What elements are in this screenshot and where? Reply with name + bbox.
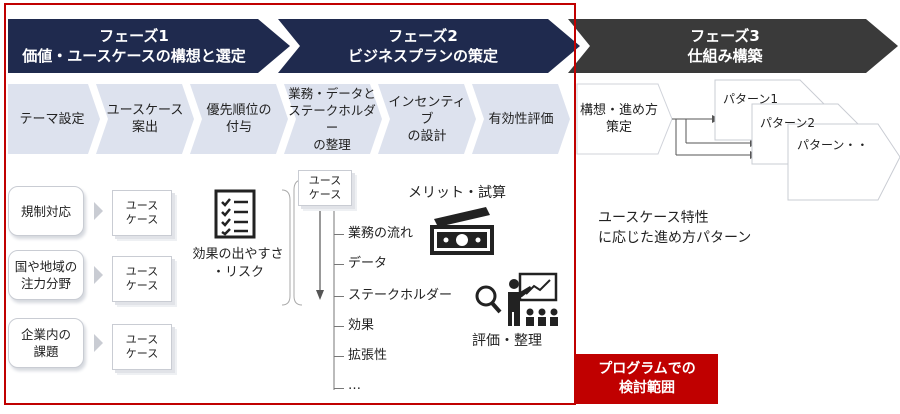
source-regional-focus: 国や地域の 注力分野	[8, 250, 84, 300]
step-prioritization: 優先順位の 付与	[206, 103, 272, 135]
step-stakeholder-mapping: 業務・データと ステークホルダー の整理	[288, 86, 376, 152]
phase1-label: フェーズ1 価値・ユースケースの構想と選定	[22, 27, 246, 65]
step-chevron-4	[284, 84, 382, 154]
source-arrow-1	[94, 202, 103, 220]
checklist-icon	[214, 189, 256, 239]
list-item-effect: 効果	[348, 318, 375, 333]
merit-label: メリット・試算	[408, 185, 506, 201]
phase1-arrow	[8, 19, 290, 73]
step-chevron-5	[378, 84, 476, 154]
presenter-icon	[475, 272, 558, 326]
list-item-workflow: 業務の流れ	[348, 226, 414, 241]
phase2-label: フェーズ2 ビジネスプランの策定	[347, 27, 498, 65]
step-chevron-6	[472, 84, 570, 154]
pattern-2-label: パターン2	[760, 116, 816, 130]
step-incentive-design: インセンティブ の設計	[388, 94, 466, 144]
step-chevron-7	[576, 83, 673, 155]
step-usecase-ideation: ユースケース 案出	[106, 103, 184, 135]
step-effectiveness-eval: 有効性評価	[488, 111, 554, 127]
usecase-card-1: ユース ケース	[112, 190, 172, 236]
phase3-arrow	[568, 19, 898, 73]
usecase-header-card: ユース ケース	[298, 170, 352, 206]
pattern-note: ユースケース特性 に応じた進め方パターン	[598, 210, 752, 246]
step-chevron-2	[96, 84, 194, 154]
money-icon	[430, 207, 494, 255]
source-internal-issues: 企業内の 課題	[8, 318, 84, 368]
effect-risk-label: 効果の出やすさ ・リスク	[192, 247, 284, 280]
step-chevron-3	[190, 84, 288, 154]
pattern-3-label: パターン・・	[797, 138, 869, 152]
pattern-connectors	[672, 118, 750, 156]
source-regulatory: 規制対応	[8, 186, 84, 236]
pattern-page-3	[787, 123, 900, 201]
list-item-more: …	[348, 378, 361, 393]
list-item-scalability: 拡張性	[348, 348, 388, 363]
usecase-card-3: ユース ケース	[112, 324, 172, 370]
scope-frame	[4, 3, 576, 405]
pattern-1-label: パターン1	[723, 92, 779, 106]
source-arrow-2	[94, 266, 103, 284]
evaluate-label: 評価・整理	[472, 333, 542, 349]
list-item-stakeholder: ステークホルダー	[348, 288, 453, 303]
usecase-card-2: ユース ケース	[112, 256, 172, 302]
step-theme-setting: テーマ設定	[19, 111, 85, 127]
phase2-arrow	[278, 19, 580, 73]
scope-label: プログラムでの 検討範囲	[576, 354, 718, 404]
step-chevron-1	[8, 84, 100, 154]
source-arrow-3	[94, 334, 103, 352]
phase3-label: フェーズ3 仕組み構築	[687, 27, 763, 65]
step-approach-planning: 構想・進め方 策定	[579, 103, 658, 135]
list-item-data: データ	[348, 256, 388, 271]
